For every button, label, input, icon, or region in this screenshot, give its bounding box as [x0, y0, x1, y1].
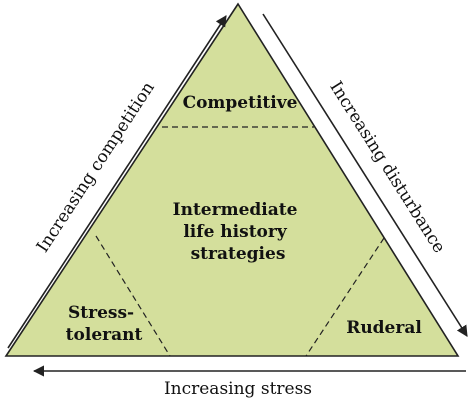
- stress-tolerant-boundary: [95, 235, 171, 357]
- intermediate-label: Intermediate life history strategies: [173, 200, 304, 264]
- ruderal-label: Ruderal: [346, 318, 422, 338]
- stress-axis-label: Increasing stress: [164, 379, 312, 399]
- competition-arrow: [7, 15, 227, 349]
- stress-tolerant-label: Stress- tolerant: [66, 303, 143, 345]
- triangle-body: [4, 2, 460, 357]
- ruderal-boundary: [305, 237, 385, 357]
- disturbance-arrow: [262, 13, 468, 337]
- competitive-label: Competitive: [183, 93, 298, 113]
